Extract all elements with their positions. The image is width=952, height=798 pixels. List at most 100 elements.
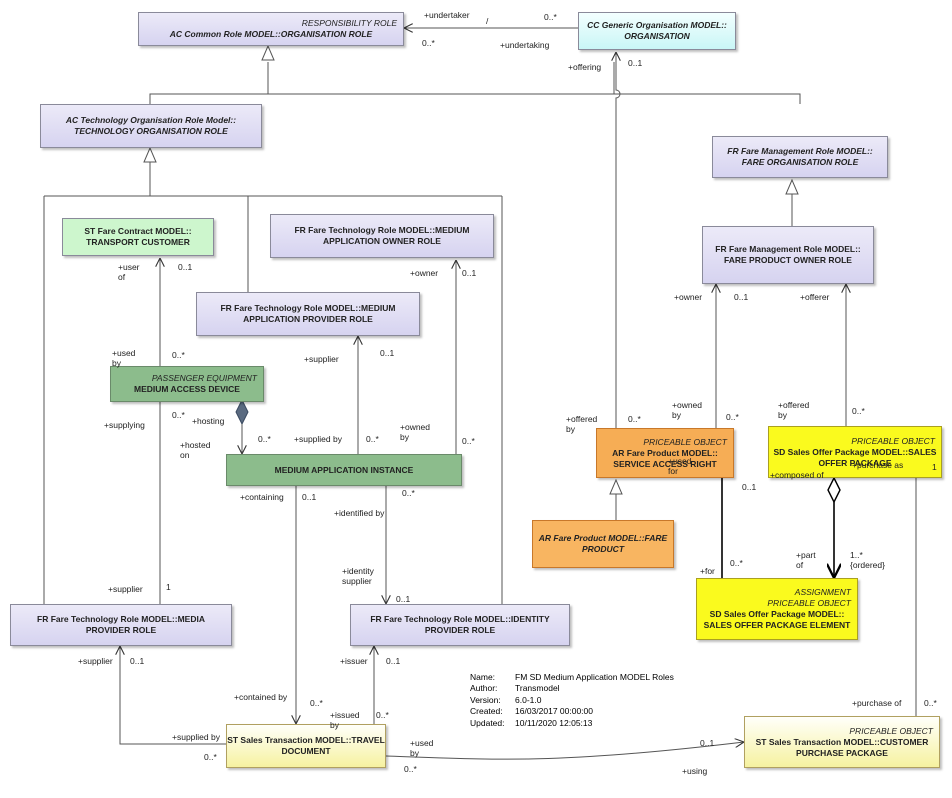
class-organisation[interactable]: CC Generic Organisation MODEL:: ORGANISA…: [578, 12, 736, 50]
multiplicity-label: 0..*: [402, 488, 415, 498]
role-label: +issued by: [330, 710, 360, 730]
class-customer-purchase-package[interactable]: PRICEABLE OBJECT ST Sales Transaction MO…: [744, 716, 940, 768]
class-name: ST Sales Transaction MODEL::CUSTOMER PUR…: [755, 736, 929, 758]
assoc-used-by: [385, 742, 744, 760]
multiplicity-label: 0..1: [462, 268, 477, 278]
diagram-metadata: Name: FM SD Medium Application MODEL Role…: [470, 672, 674, 729]
multiplicity-label: 0..*: [726, 412, 739, 422]
class-name: SD Sales Offer Package MODEL:: SALES OFF…: [703, 609, 851, 630]
class-name: FR Fare Technology Role MODEL::MEDIA PRO…: [37, 614, 205, 635]
multiplicity-label: 0..1: [386, 656, 401, 666]
meta-name-label: Name:: [470, 672, 496, 682]
class-technology-organisation-role[interactable]: AC Technology Organisation Role Model:: …: [40, 104, 262, 148]
class-medium-application-provider-role[interactable]: FR Fare Technology Role MODEL::MEDIUM AP…: [196, 292, 420, 336]
role-label: +supplied by: [172, 732, 220, 742]
aggregation-diamond: [827, 476, 841, 504]
multiplicity-label: 0..*: [730, 558, 743, 568]
role-label: +owned by: [400, 422, 431, 442]
meta-author-label: Author:: [470, 683, 498, 694]
multiplicity-label: 0..1: [700, 738, 715, 748]
derived-mark: /: [486, 16, 489, 26]
class-name: MEDIUM APPLICATION INSTANCE: [274, 464, 414, 475]
class-name: CC Generic Organisation MODEL:: ORGANISA…: [587, 20, 727, 41]
multiplicity-label: 0..1: [734, 292, 749, 302]
class-name: MEDIUM ACCESS DEVICE: [134, 384, 240, 394]
class-medium-access-device[interactable]: PASSENGER EQUIPMENT MEDIUM ACCESS DEVICE: [110, 366, 264, 402]
assoc-offering: [616, 52, 620, 428]
class-identity-provider-role[interactable]: FR Fare Technology Role MODEL::IDENTITY …: [350, 604, 570, 646]
role-label: +contained by: [234, 692, 288, 702]
class-sales-offer-package-element[interactable]: ASSIGNMENT PRICEABLE OBJECT SD Sales Off…: [696, 578, 858, 640]
class-name: ST Sales Transaction MODEL::TRAVEL DOCUM…: [227, 735, 385, 756]
stereotype: PASSENGER EQUIPMENT: [151, 373, 257, 383]
class-name: AC Technology Organisation Role Model:: …: [65, 115, 237, 136]
generalization-arrowhead: [785, 178, 799, 195]
role-label: +used by: [410, 738, 434, 758]
multiplicity-label: 0..*: [404, 764, 417, 774]
multiplicity-label: 0..1: [628, 58, 643, 68]
class-medium-application-instance[interactable]: MEDIUM APPLICATION INSTANCE: [226, 454, 462, 486]
meta-created: 16/03/2017 00:00:00: [515, 706, 593, 717]
role-label: +composed of: [770, 470, 824, 480]
multiplicity-label: 0..*: [462, 436, 475, 446]
stereotype: PRICEABLE OBJECT: [849, 725, 933, 736]
class-name: FR Fare Technology Role MODEL::MEDIUM AP…: [220, 303, 396, 324]
class-name: SD Sales Offer Package MODEL::SALES OFFE…: [773, 446, 937, 468]
class-name: FR Fare Technology Role MODEL::MEDIUM AP…: [294, 225, 470, 246]
class-fare-organisation-role[interactable]: FR Fare Management Role MODEL:: FARE ORG…: [712, 136, 888, 178]
role-label: +offered by: [566, 414, 598, 434]
role-label: +hosting: [192, 416, 225, 426]
generalization-arrowhead: [609, 478, 623, 495]
generalization-technology-role: [149, 62, 615, 104]
meta-updated-label: Updated:: [470, 717, 505, 728]
role-label: +owner: [410, 268, 439, 278]
meta-author: Transmodel: [515, 683, 560, 694]
multiplicity-label: 0..1: [178, 262, 193, 272]
class-name: FR Fare Management Role MODEL:: FARE ORG…: [727, 146, 873, 167]
class-service-access-right[interactable]: PRICEABLE OBJECT AR Fare Product MODEL::…: [596, 428, 734, 478]
role-label: +undertaking: [500, 40, 550, 50]
class-name: ST Fare Contract MODEL:: TRANSPORT CUSTO…: [84, 226, 192, 247]
multiplicity-label: 0..*: [310, 698, 323, 708]
multiplicity-label: 0..*: [204, 752, 217, 762]
role-label: +identity supplier: [342, 566, 374, 586]
multiplicity-label: 0..1: [742, 482, 757, 492]
stereotype: ASSIGNMENT PRICEABLE OBJECT: [767, 587, 851, 608]
multiplicity-label: 0..*: [376, 710, 389, 720]
multiplicity-label: 0..1: [380, 348, 395, 358]
role-label: +issuer: [340, 656, 368, 666]
class-fare-product[interactable]: AR Fare Product MODEL::FARE PRODUCT: [532, 520, 674, 568]
multiplicity-label: 1..* {ordered}: [850, 550, 885, 570]
role-label: +undertaker: [424, 10, 470, 20]
assoc-media-supplier: [120, 646, 226, 745]
class-fare-product-owner-role[interactable]: FR Fare Management Role MODEL:: FARE PRO…: [702, 226, 874, 284]
class-sales-offer-package[interactable]: PRICEABLE OBJECT SD Sales Offer Package …: [768, 426, 942, 478]
multiplicity-label: 0..1: [302, 492, 317, 502]
multiplicity-label: 0..*: [628, 414, 641, 424]
composition-diamond: [235, 398, 249, 426]
class-media-provider-role[interactable]: FR Fare Technology Role MODEL::MEDIA PRO…: [10, 604, 232, 646]
class-medium-application-owner-role[interactable]: FR Fare Technology Role MODEL::MEDIUM AP…: [270, 214, 494, 258]
role-label: +for: [700, 566, 715, 576]
multiplicity-label: 0..*: [258, 434, 271, 444]
generalization-arrowhead: [143, 146, 157, 163]
class-organisation-role[interactable]: RESPONSIBILITY ROLE AC Common Role MODEL…: [138, 12, 404, 46]
stereotype: RESPONSIBILITY ROLE: [301, 18, 397, 28]
meta-name: FM SD Medium Application MODEL Roles: [515, 672, 674, 682]
meta-created-label: Created:: [470, 706, 503, 717]
class-name: AR Fare Product MODEL::FARE PRODUCT: [538, 533, 668, 554]
role-label: +offering: [568, 62, 602, 72]
multiplicity-label: 0..1: [396, 594, 411, 604]
role-label: +supplying: [104, 420, 145, 430]
class-travel-document[interactable]: ST Sales Transaction MODEL::TRAVEL DOCUM…: [226, 724, 386, 768]
stereotype: PRICEABLE OBJECT: [851, 435, 935, 446]
role-label: +supplier: [108, 584, 143, 594]
role-label: +used for: [668, 456, 692, 476]
class-transport-customer[interactable]: ST Fare Contract MODEL:: TRANSPORT CUSTO…: [62, 218, 214, 256]
role-label: +identified by: [334, 508, 385, 518]
stereotype: PRICEABLE OBJECT: [643, 436, 727, 447]
generalization-arrowhead: [261, 44, 275, 61]
class-name: AC Common Role MODEL::ORGANISATION ROLE: [169, 29, 373, 39]
